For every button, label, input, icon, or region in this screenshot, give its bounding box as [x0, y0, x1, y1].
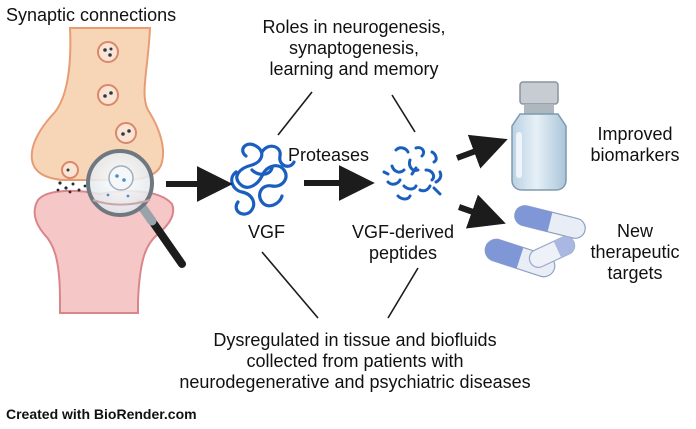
- synaptic-vesicles: [61, 41, 137, 179]
- peptides-line-2: peptides: [368, 243, 438, 263]
- biorender-credit: Created with BioRender.com: [6, 406, 197, 422]
- neurotransmitters: [56, 181, 87, 194]
- roles-line-2: synaptogenesis,: [288, 38, 420, 58]
- vial-icon: [511, 81, 567, 191]
- vgf-protein-icon: [230, 142, 296, 216]
- targets-line-3: targets: [607, 263, 663, 283]
- biomarkers-line-1: Improved: [597, 124, 673, 144]
- vgf-peptides-icon: [382, 146, 443, 201]
- dysregulated-line-3: neurodegenerative and psychiatric diseas…: [179, 372, 531, 392]
- biomarkers-label: Improved biomarkers: [580, 124, 690, 166]
- dysregulated-label: Dysregulated in tissue and biofluids col…: [120, 330, 590, 393]
- vgf-label: VGF: [248, 222, 286, 242]
- biomarkers-line-2: biomarkers: [590, 145, 680, 165]
- peptides-label: VGF-derived peptides: [350, 222, 456, 264]
- diagram-title: Synaptic connections: [6, 5, 177, 25]
- targets-line-1: New: [616, 221, 653, 241]
- peptides-line-1: VGF-derived: [351, 222, 455, 242]
- targets-line-2: therapeutic: [590, 242, 680, 262]
- connector-lines: [261, 91, 419, 319]
- roles-label: Roles in neurogenesis, synaptogenesis, l…: [216, 17, 492, 80]
- dysregulated-line-2: collected from patients with: [246, 351, 464, 371]
- magnifying-glass-icon: [86, 149, 186, 268]
- proteases-label: Proteases: [288, 145, 370, 165]
- synapse-illustration: [30, 27, 186, 314]
- roles-line-1: Roles in neurogenesis,: [262, 17, 446, 37]
- vesicle: [61, 161, 79, 179]
- targets-label: New therapeutic targets: [580, 221, 690, 284]
- peptides-to-targets-arrow: [457, 194, 506, 229]
- pills-icon: [484, 205, 586, 278]
- roles-line-3: learning and memory: [269, 59, 439, 79]
- vesicle: [97, 84, 119, 106]
- vesicle: [97, 41, 119, 63]
- peptides-to-biomarkers-arrow: [455, 134, 508, 169]
- dysregulated-line-1: Dysregulated in tissue and biofluids: [213, 330, 497, 350]
- pathway-arrows: [166, 134, 508, 229]
- vesicle: [115, 122, 137, 144]
